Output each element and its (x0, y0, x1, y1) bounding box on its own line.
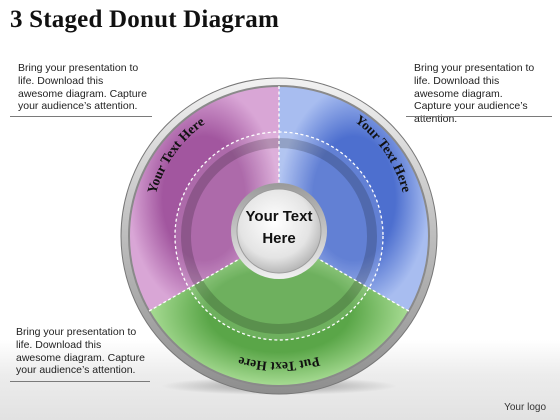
hub-label-line2: Here (262, 230, 295, 247)
footer-logo: Your logo (504, 402, 546, 413)
page-title: 3 Staged Donut Diagram (10, 6, 279, 33)
note-top-left: Bring your presentation to life. Downloa… (18, 62, 147, 113)
segment-green-label: Put Text Here (236, 354, 321, 374)
segment-green (149, 236, 409, 386)
hub (236, 188, 322, 274)
hub-label-line1: Your Text (246, 208, 313, 225)
divider-left (148, 258, 240, 312)
divider-right (318, 258, 410, 312)
note-top-right-rule (406, 116, 552, 117)
note-bottom-left: Bring your presentation to life. Downloa… (16, 326, 145, 377)
note-top-left-rule (10, 116, 152, 117)
note-bottom-left-rule (10, 381, 150, 382)
